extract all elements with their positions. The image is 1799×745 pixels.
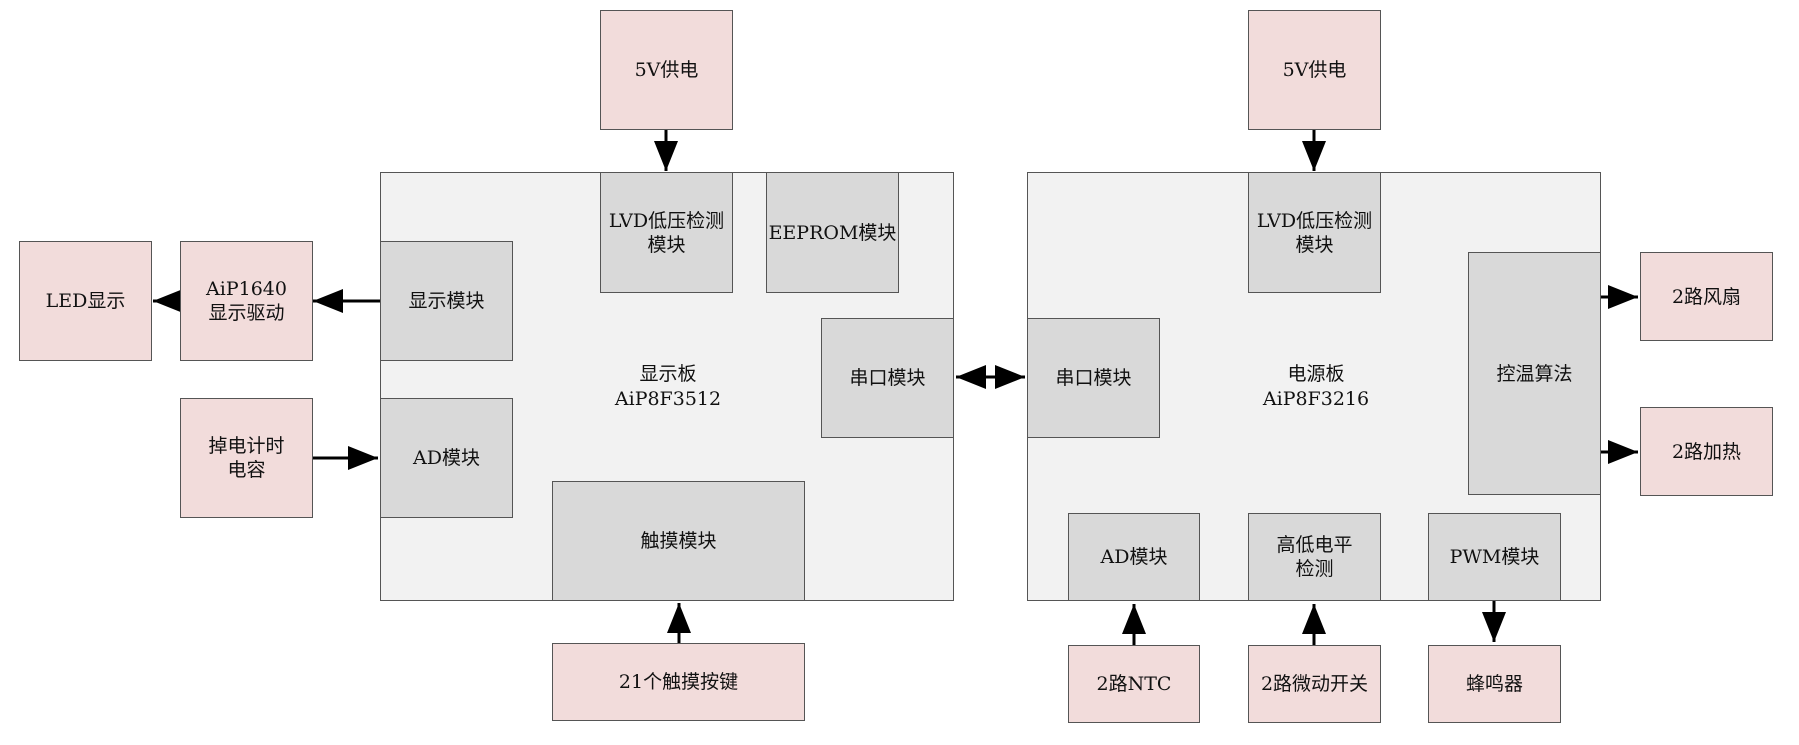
microswitches-label: 2路微动开关 xyxy=(1260,673,1369,695)
power-supply-right-label: 5V供电 xyxy=(1282,59,1347,81)
led-display-label: LED显示 xyxy=(45,290,126,312)
touch-keys-label: 21个触摸按键 xyxy=(618,671,739,693)
display-ad-module: AD模块 xyxy=(380,398,513,518)
level-detect-module: 高低电平 检测 xyxy=(1248,513,1381,601)
power-ad-module: AD模块 xyxy=(1068,513,1200,601)
power-fail-capacitor: 掉电计时 电容 xyxy=(180,398,313,518)
power-lvd-module: LVD低压检测 模块 xyxy=(1248,172,1381,293)
touch-module-label: 触摸模块 xyxy=(640,530,717,552)
heater-output-label: 2路加热 xyxy=(1671,440,1742,463)
power-board-chip: AiP8F3216 xyxy=(1262,388,1370,410)
buzzer-label: 蜂鸣器 xyxy=(1465,673,1523,695)
level-detect-module-label: 高低电平 检测 xyxy=(1276,534,1353,580)
power-lvd-module-label: LVD低压检测 模块 xyxy=(1256,209,1373,256)
touch-module: 触摸模块 xyxy=(552,481,805,601)
temp-control-module-label: 控温算法 xyxy=(1496,362,1573,385)
display-board-name: 显示板 xyxy=(639,363,697,385)
display-module: 显示模块 xyxy=(380,241,513,361)
heater-output: 2路加热 xyxy=(1640,407,1773,496)
display-module-label: 显示模块 xyxy=(408,290,485,312)
display-lvd-module-label: LVD低压检测 模块 xyxy=(608,209,725,256)
power-uart-module: 串口模块 xyxy=(1027,318,1160,438)
display-board-chip: AiP8F3512 xyxy=(614,388,722,410)
display-uart-module-label: 串口模块 xyxy=(849,367,926,389)
aip1640-driver-label: AiP1640 显示驱动 xyxy=(206,278,287,324)
pwm-module-label: PWM模块 xyxy=(1449,546,1540,568)
power-board-name: 电源板 xyxy=(1287,363,1345,385)
buzzer: 蜂鸣器 xyxy=(1428,645,1561,723)
temp-control-module: 控温算法 xyxy=(1468,252,1601,495)
power-board-label: 电源板 AiP8F3216 xyxy=(1248,362,1384,412)
display-board-label: 显示板 AiP8F3512 xyxy=(600,362,736,412)
display-uart-module: 串口模块 xyxy=(821,318,954,438)
power-supply-right: 5V供电 xyxy=(1248,10,1381,130)
led-display: LED显示 xyxy=(19,241,152,361)
eeprom-module: EEPROM模块 xyxy=(766,172,899,293)
power-ad-module-label: AD模块 xyxy=(1100,546,1168,568)
aip1640-driver: AiP1640 显示驱动 xyxy=(180,241,313,361)
ntc-sensors: 2路NTC xyxy=(1068,645,1200,723)
eeprom-module-label: EEPROM模块 xyxy=(768,221,897,244)
power-supply-left: 5V供电 xyxy=(600,10,733,130)
fan-output-label: 2路风扇 xyxy=(1671,285,1742,308)
touch-keys: 21个触摸按键 xyxy=(552,643,805,721)
microswitches: 2路微动开关 xyxy=(1248,645,1381,723)
ntc-sensors-label: 2路NTC xyxy=(1096,673,1172,695)
fan-output: 2路风扇 xyxy=(1640,252,1773,341)
power-uart-module-label: 串口模块 xyxy=(1055,367,1132,389)
power-supply-left-label: 5V供电 xyxy=(634,59,699,81)
power-fail-capacitor-label: 掉电计时 电容 xyxy=(208,435,285,481)
display-lvd-module: LVD低压检测 模块 xyxy=(600,172,733,293)
display-ad-module-label: AD模块 xyxy=(413,447,480,469)
pwm-module: PWM模块 xyxy=(1428,513,1561,601)
